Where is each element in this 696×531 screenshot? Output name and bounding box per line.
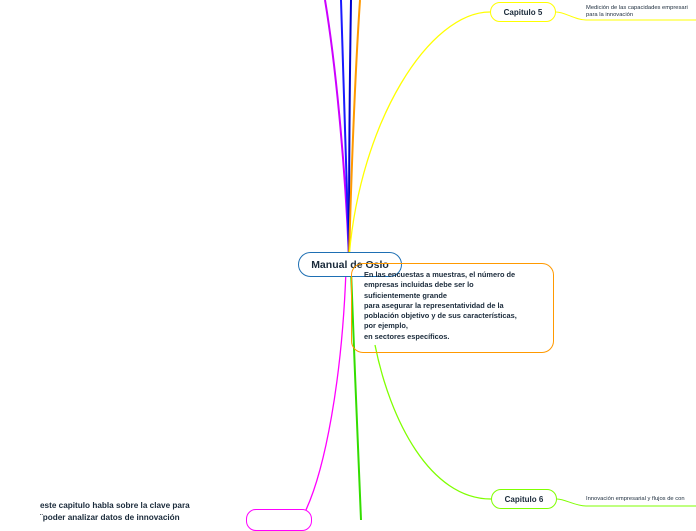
branch-orange-up bbox=[348, 0, 361, 259]
branch-chapter5-leaf bbox=[555, 11, 696, 21]
bottom-note-text[interactable]: este capitulo habla sobre la clave para … bbox=[40, 501, 190, 522]
branch-chapter6-leaf bbox=[556, 498, 696, 507]
node-sample-note[interactable] bbox=[351, 263, 554, 353]
root-node-manual-de-oslo[interactable]: Manual de Oslo bbox=[298, 252, 402, 277]
node-capitulo-6[interactable]: Capitulo 6 bbox=[491, 489, 557, 509]
mind-map-canvas: Manual de Oslo Capitulo 5 Medición de la… bbox=[40, 0, 696, 531]
branch-magenta-down bbox=[304, 269, 347, 513]
branch-connectors bbox=[304, 0, 696, 520]
node-capitulo-6-label: Capitulo 6 bbox=[504, 494, 544, 504]
branch-green-down bbox=[350, 269, 362, 520]
leaf-capitulo-5-description[interactable]: Medición de las capacidades empresari pa… bbox=[586, 5, 688, 18]
branch-chapter6 bbox=[374, 344, 492, 500]
node-bottom-magenta[interactable] bbox=[246, 509, 312, 531]
note-sample-text: En las encuestas a muestras, el número d… bbox=[364, 270, 517, 341]
branch-chapter5 bbox=[348, 11, 491, 259]
node-capitulo-5[interactable]: Capitulo 5 bbox=[490, 2, 556, 22]
branch-navy-up bbox=[348, 0, 352, 259]
node-capitulo-5-label: Capitulo 5 bbox=[503, 7, 543, 17]
branch-blue-up bbox=[340, 0, 350, 259]
leaf-capitulo-6-description[interactable]: Innovación empresarial y flujos de con bbox=[586, 496, 685, 502]
root-node-label: Manual de Oslo bbox=[311, 258, 389, 271]
